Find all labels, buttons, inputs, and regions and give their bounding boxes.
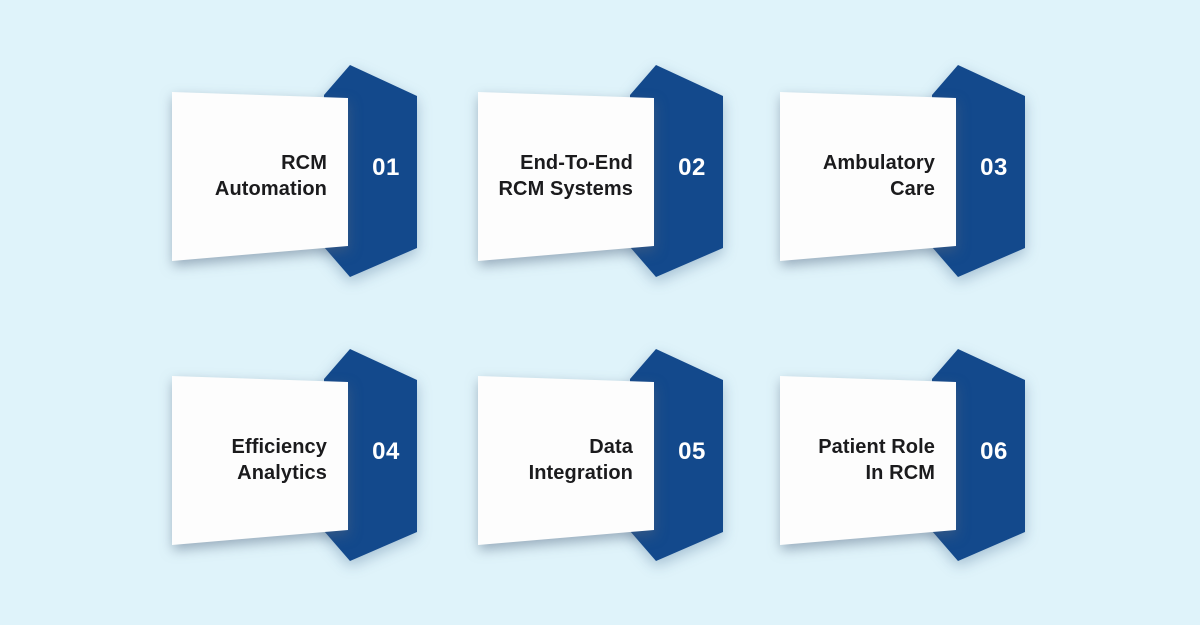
card-panel-shape: [172, 92, 348, 261]
card-number-badge: 01: [372, 154, 400, 181]
card-unit-graphic: [780, 65, 1025, 277]
card-unit-06: Patient Role In RCM 06: [780, 349, 1026, 561]
card-number-badge: 04: [372, 438, 400, 465]
card-title: End-To-End RCM Systems: [498, 151, 633, 200]
card-title: RCM Automation: [214, 151, 327, 200]
card-unit-graphic: [478, 65, 723, 277]
card-title: Data Integration: [528, 435, 633, 484]
card-title: Ambulatory Care: [822, 151, 935, 200]
card-unit-03: Ambulatory Care 03: [780, 65, 1026, 277]
card-unit-02: End-To-End RCM Systems 02: [478, 65, 724, 277]
card-number-badge: 03: [980, 154, 1008, 181]
card-panel-shape: [478, 376, 654, 545]
card-panel-shape: [478, 92, 654, 261]
card-unit-04: Efficiency Analytics 04: [172, 349, 418, 561]
card-panel-shape: [780, 376, 956, 545]
card-unit-graphic: [172, 65, 417, 277]
card-unit-01: RCM Automation 01: [172, 65, 418, 277]
card-panel-shape: [172, 376, 348, 545]
card-number-badge: 05: [678, 438, 706, 465]
card-unit-graphic: [478, 349, 723, 561]
card-unit-graphic: [172, 349, 417, 561]
bottom-edge-strip: [0, 625, 1200, 630]
card-title: Patient Role In RCM: [818, 435, 935, 484]
card-number-badge: 02: [678, 154, 706, 181]
card-unit-05: Data Integration 05: [478, 349, 724, 561]
card-number-badge: 06: [980, 438, 1008, 465]
card-title: Efficiency Analytics: [231, 435, 327, 484]
card-panel-shape: [780, 92, 956, 261]
card-unit-graphic: [780, 349, 1025, 561]
